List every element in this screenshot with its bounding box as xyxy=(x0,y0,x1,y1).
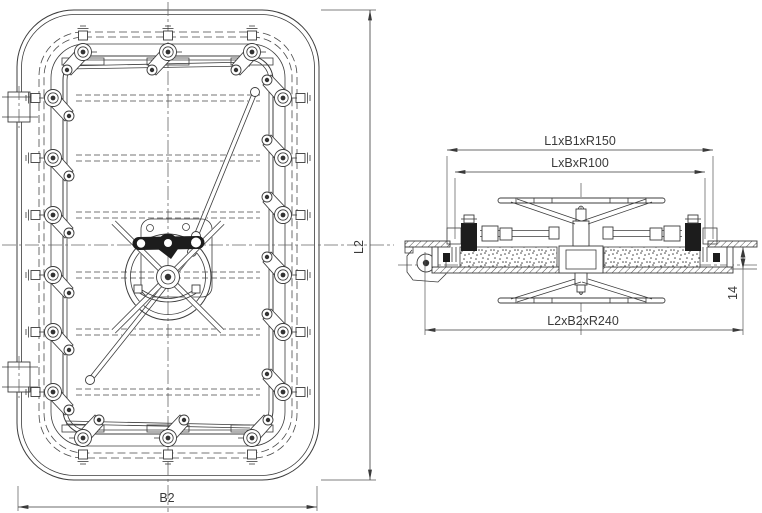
hinge-top xyxy=(2,86,38,128)
handwheel-section-inner xyxy=(497,278,666,304)
drive-mounting-plate xyxy=(140,218,213,298)
gasket-right xyxy=(713,253,720,262)
frame-flange-left xyxy=(404,240,451,254)
gasket-left xyxy=(443,253,450,262)
dim-lbr100-label: LxBxR100 xyxy=(551,156,609,170)
dim-l2b2r240-label: L2xB2xR240 xyxy=(547,314,619,328)
handwheel-section-outer xyxy=(497,197,666,225)
insulation-left xyxy=(459,246,558,268)
tie-rod-upper xyxy=(191,87,260,241)
dim-lbr100: LxBxR100 xyxy=(454,156,706,239)
central-drive xyxy=(112,219,224,333)
dim-l1b1r150: L1xB1xR150 xyxy=(446,134,714,239)
dim-l2b2r240: L2xB2xR240 xyxy=(424,247,744,335)
insulation-right xyxy=(603,246,701,268)
dim-l2: L2 xyxy=(321,9,376,481)
dim-14: 14 xyxy=(726,247,757,300)
drive-lever xyxy=(132,233,205,259)
dim-b2: B2 xyxy=(17,486,318,511)
drive-sector xyxy=(133,284,201,303)
section-view: L1xB1xR150 LxBxR100 L2xB2xR240 14 xyxy=(398,134,760,336)
dim-b2-label: B2 xyxy=(159,491,174,505)
section-dogs xyxy=(446,214,718,251)
front-view: L2 B2 xyxy=(2,2,394,512)
central-spindle xyxy=(558,205,604,295)
dim-14-label: 14 xyxy=(726,286,740,300)
hinge-bottom xyxy=(2,356,38,398)
dim-l2-label: L2 xyxy=(352,240,366,254)
dim-l1b1r150-label: L1xB1xR150 xyxy=(544,134,616,148)
